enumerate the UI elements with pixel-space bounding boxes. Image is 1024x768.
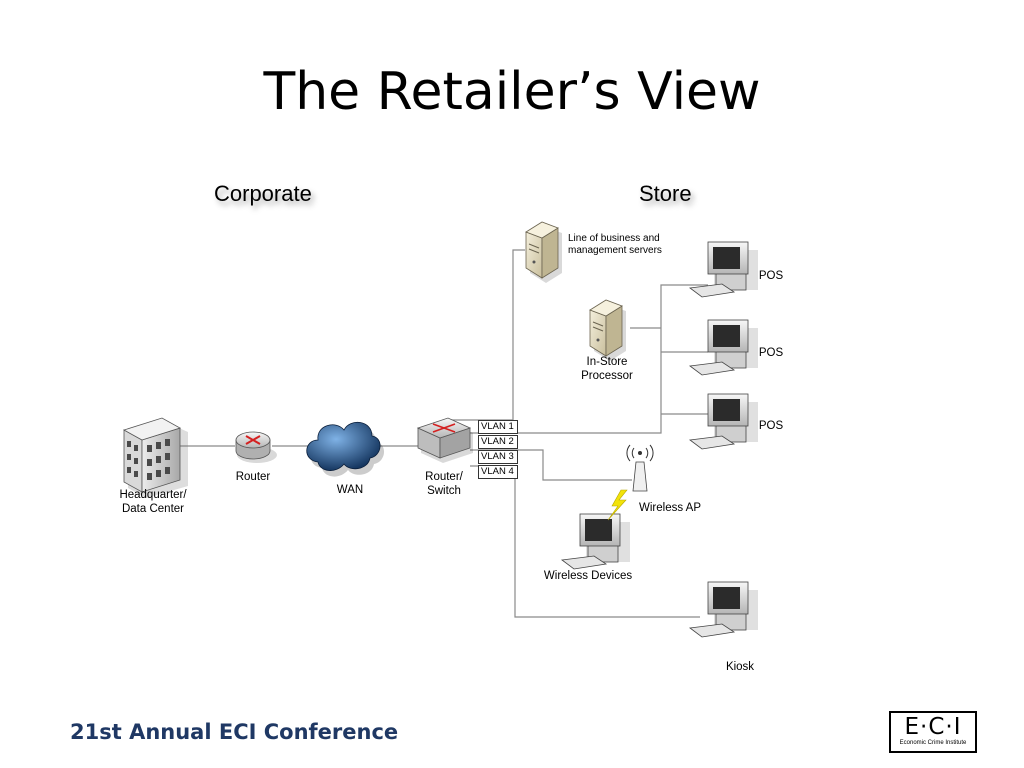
label-headquarter: Headquarter/Data Center <box>119 489 187 515</box>
kiosk-computer-icon <box>688 581 758 638</box>
headquarter-building-icon <box>122 417 188 498</box>
footer-conference: 21st Annual ECI Conference <box>70 720 399 744</box>
router-icon <box>235 431 277 463</box>
section-store: Store <box>639 181 692 206</box>
pos-computer-icon-2 <box>688 319 758 376</box>
instore-processor-icon <box>589 299 626 361</box>
label-wireless-devices: Wireless Devices <box>543 570 633 582</box>
section-corporate: Corporate <box>214 181 312 206</box>
label-wan: WAN <box>336 484 364 496</box>
pos-computer-icon-1 <box>688 241 758 298</box>
slide-title: The Retailer’s View <box>263 62 761 122</box>
pos-computer-icon-3 <box>688 393 758 450</box>
logo-sub-text: Economic Crime Institute <box>899 740 967 746</box>
lightning-bolt-icon <box>607 489 628 521</box>
label-wireless-ap: Wireless AP <box>639 502 701 514</box>
vlan-tag-4: VLAN 4 <box>478 465 518 479</box>
router-switch-icon <box>416 417 473 463</box>
vlan-tag-1: VLAN 1 <box>478 420 518 434</box>
label-pos-1: POS <box>758 270 784 282</box>
label-router-switch: Router/Switch <box>425 471 463 497</box>
label-kiosk: Kiosk <box>725 661 755 673</box>
wan-cloud-icon <box>306 422 385 477</box>
label-router: Router <box>235 471 271 483</box>
lob-server-icon <box>525 221 562 283</box>
vlan-tag-2: VLAN 2 <box>478 435 518 449</box>
label-pos-3: POS <box>758 420 784 432</box>
wireless-device-computer-icon <box>560 513 630 570</box>
vlan-tag-3: VLAN 3 <box>478 450 518 464</box>
eci-logo: E·C·I Economic Crime Institute <box>889 711 977 753</box>
label-pos-2: POS <box>758 347 784 359</box>
wireless-ap-icon <box>626 444 654 492</box>
logo-main-text: E·C·I <box>904 714 962 740</box>
